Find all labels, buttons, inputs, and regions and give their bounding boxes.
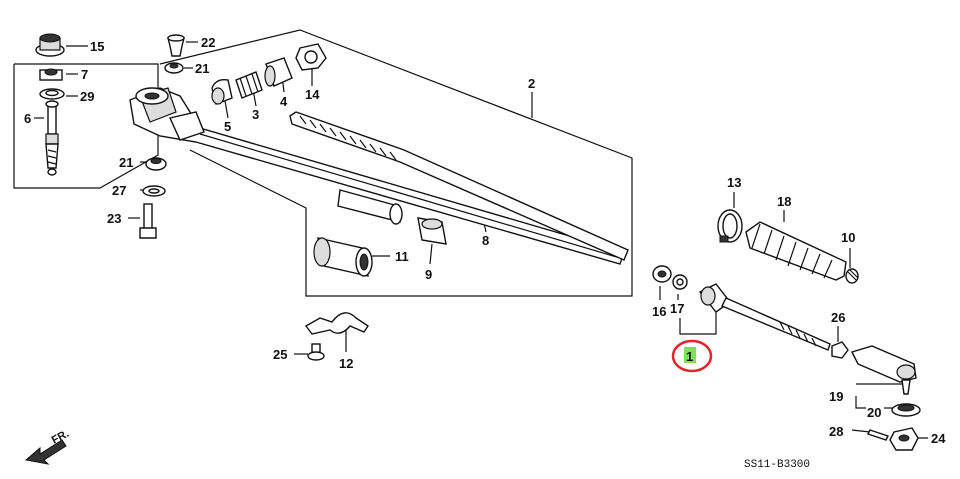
label-part-21-mid[interactable]: 21	[119, 155, 133, 170]
part-1-highlight-marker	[684, 347, 696, 363]
part-16-washer-shape	[652, 265, 672, 283]
label-part-13[interactable]: 13	[727, 175, 741, 190]
label-part-22[interactable]: 22	[201, 35, 215, 50]
part-13-band-shape	[717, 209, 743, 243]
part-7-nut-shape	[39, 68, 63, 81]
label-part-26[interactable]: 26	[831, 310, 845, 325]
part-29-ring-shape	[39, 88, 65, 100]
frame-rack-housing	[159, 29, 633, 297]
part-18-boot-shape	[745, 221, 847, 281]
label-part-19[interactable]: 19	[829, 389, 843, 404]
part-27-washer-shape	[142, 185, 166, 197]
label-part-5[interactable]: 5	[224, 119, 231, 134]
label-part-3[interactable]: 3	[252, 107, 259, 122]
part-1-highlight-circle	[671, 339, 713, 373]
part-14-locknut-shape	[295, 43, 327, 71]
label-part-16[interactable]: 16	[652, 304, 666, 319]
label-part-23[interactable]: 23	[107, 211, 121, 226]
label-part-20[interactable]: 20	[867, 405, 881, 420]
part-25-bolt-shape	[307, 343, 325, 361]
part-21b-nut-shape	[145, 157, 167, 171]
leader-lines	[34, 41, 928, 439]
label-part-7[interactable]: 7	[81, 67, 88, 82]
part-8-housing-shape	[129, 87, 625, 265]
part-3-spring-shape	[235, 71, 263, 99]
part-15-cap-shape	[35, 33, 65, 57]
label-part-11[interactable]: 11	[395, 249, 409, 264]
part-17-lockwasher-shape	[672, 274, 688, 290]
label-part-24[interactable]: 24	[931, 431, 946, 446]
label-part-25[interactable]: 25	[273, 347, 287, 362]
part-10-clip-shape	[845, 268, 859, 284]
label-part-6[interactable]: 6	[24, 111, 31, 126]
part-28-pin-shape	[867, 429, 889, 441]
front-direction-label: FR.	[50, 428, 71, 447]
part-11-bushing-shape	[313, 237, 373, 277]
label-part-8[interactable]: 8	[482, 233, 489, 248]
part-5-bush-shape	[211, 78, 233, 105]
part-12-bracket-shape	[304, 312, 369, 335]
label-part-14[interactable]: 14	[305, 87, 320, 102]
label-part-29[interactable]: 29	[80, 89, 94, 104]
part-23-bolt-shape	[139, 203, 157, 239]
label-part-27[interactable]: 27	[112, 183, 126, 198]
label-part-21-top[interactable]: 21	[195, 61, 209, 76]
part-24-castlenut-shape	[889, 427, 919, 451]
part-19-rodend-shape	[851, 345, 917, 395]
label-part-18[interactable]: 18	[777, 194, 791, 209]
label-part-28[interactable]: 28	[829, 424, 843, 439]
label-part-10[interactable]: 10	[841, 230, 855, 245]
diagram-code: SS11-B3300	[744, 459, 810, 471]
label-part-15[interactable]: 15	[90, 39, 104, 54]
label-part-4[interactable]: 4	[280, 94, 288, 109]
part-26-nut-shape	[831, 341, 849, 359]
part-4-sleeve-shape	[264, 57, 293, 87]
part-1-tierod-shape	[698, 283, 831, 351]
part-21a-nut-shape	[164, 62, 184, 74]
part-9-bushing-shape	[417, 217, 447, 245]
front-direction-arrow-icon	[24, 439, 67, 465]
label-part-17[interactable]: 17	[670, 301, 684, 316]
part-6-pinion-shape	[45, 100, 59, 176]
label-part-2[interactable]: 2	[528, 76, 535, 91]
frame-pinion-group	[13, 63, 159, 189]
part-22-bolt-shape	[167, 34, 185, 57]
part-20-boot-shape	[891, 403, 921, 417]
label-part-1[interactable]: 1	[686, 349, 693, 364]
label-part-9[interactable]: 9	[425, 267, 432, 282]
label-part-12[interactable]: 12	[339, 356, 353, 371]
part-2-rack-shape	[289, 111, 629, 261]
